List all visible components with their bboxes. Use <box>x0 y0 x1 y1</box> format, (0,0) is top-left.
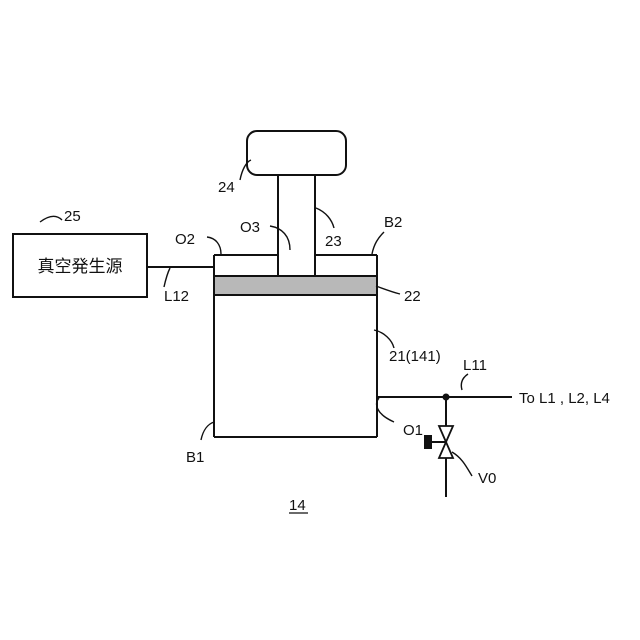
label-24: 24 <box>218 179 235 196</box>
leader-b1 <box>201 422 214 440</box>
label-o2: O2 <box>175 231 195 248</box>
leader-o1 <box>377 398 394 422</box>
figure-number: 14 <box>289 497 306 514</box>
label-22: 22 <box>404 288 421 305</box>
label-o3: O3 <box>240 219 260 236</box>
weight-block <box>247 131 346 175</box>
label-l12: L12 <box>164 288 189 305</box>
leader-23 <box>316 208 334 228</box>
leader-22 <box>376 286 400 294</box>
label-21: 21(141) <box>389 348 441 365</box>
label-b1: B1 <box>186 449 204 466</box>
label-destination: To L1 , L2, L4 <box>519 390 610 407</box>
label-23: 23 <box>325 233 342 250</box>
leader-l12 <box>164 268 170 287</box>
leader-25 <box>40 216 62 222</box>
leader-l11 <box>461 374 468 390</box>
leader-v0 <box>452 452 472 476</box>
leader-o2 <box>207 237 221 254</box>
label-25: 25 <box>64 208 81 225</box>
label-v0: V0 <box>478 470 496 487</box>
label-o1: O1 <box>403 422 423 439</box>
leader-o3 <box>270 226 290 250</box>
piston <box>214 276 377 295</box>
leader-b2 <box>372 232 384 254</box>
valve-handle <box>424 435 432 449</box>
label-l11: L11 <box>463 357 487 374</box>
label-b2: B2 <box>384 214 402 231</box>
vacuum-source-label: 真空発生源 <box>38 257 123 277</box>
